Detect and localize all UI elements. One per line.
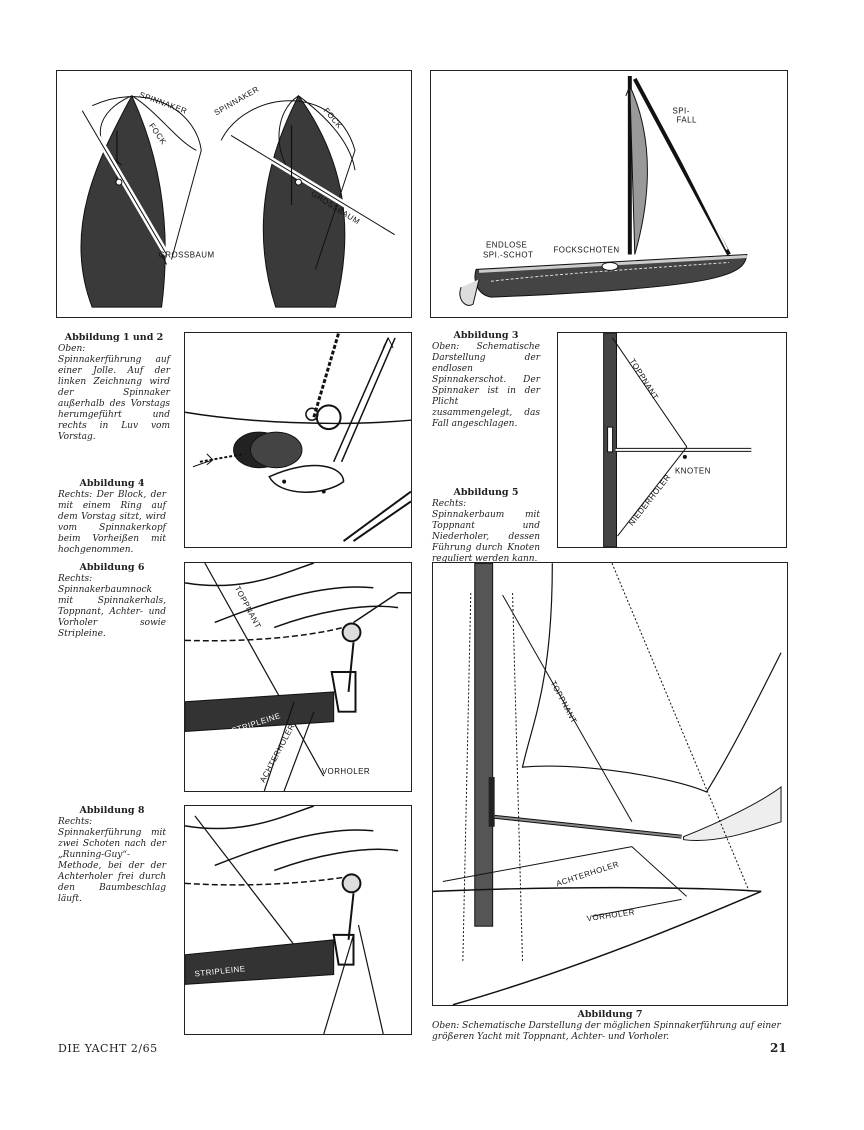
figure-8: STRIPLEINE: [184, 805, 412, 1035]
figure-1-2-drawing: SPINNAKER FOCK GROSSBAUM SPINNAKER FOCK …: [79, 84, 397, 308]
caption-1-2-body: Oben: Spinnakerführung auf einer Jolle. …: [58, 344, 170, 442]
figure-5-drawing: TOPPNANT KNOTEN NIEDERHOLER: [603, 333, 752, 547]
caption-1-2-title: Abbildung 1 und 2: [64, 332, 164, 343]
f3-endlose-label: ENDLOSE: [486, 241, 527, 250]
figure-4-drawing: [185, 333, 411, 542]
footer-page-number: 21: [770, 1041, 787, 1055]
figure-3-drawing: SPI- FALL ENDLOSE SPI.-SCHOT FOCKSCHOTEN: [459, 75, 748, 306]
f6-achterholer-label: ACHTERHOLER: [258, 722, 297, 784]
caption-8-title: Abbildung 8: [79, 805, 145, 816]
caption-figure-4: Abbildung 4 Rechts: Der Block, der mit e…: [58, 478, 166, 556]
f12-spinnaker-left-label: SPINNAKER: [138, 90, 188, 116]
figure-4: [184, 332, 412, 548]
figure-1-2: SPINNAKER FOCK GROSSBAUM SPINNAKER FOCK …: [56, 70, 412, 318]
f3-fockschoten-label: FOCKSCHOTEN: [553, 246, 619, 255]
caption-5-body: Rechts: Spinnakerbaum mit Toppnant und N…: [432, 499, 540, 564]
caption-7-title: Abbildung 7: [577, 1009, 643, 1020]
figure-6: TOPPNANT STRIPLEINE ACHTERHOLER VORHOLER: [184, 562, 412, 792]
figure-8-drawing: STRIPLEINE: [185, 806, 399, 1034]
caption-3-body: Oben: Schematische Darstellung der endlo…: [432, 342, 540, 429]
caption-3-title: Abbildung 3: [453, 330, 519, 341]
f12-spinnaker-right-label: SPINNAKER: [213, 84, 261, 117]
caption-figure-1-2: Abbildung 1 und 2 Oben: Spinnakerführung…: [58, 332, 170, 443]
caption-7-body: Oben: Schematische Darstellung der mögli…: [432, 1021, 781, 1042]
caption-figure-3: Abbildung 3 Oben: Schematische Darstellu…: [432, 330, 540, 430]
caption-8-body: Rechts: Spinnakerführung mit zwei Schote…: [58, 817, 166, 904]
f6-vorholer-label: VORHOLER: [322, 767, 370, 776]
f7-vorholer-label: VORHOLER: [586, 908, 635, 924]
f5-niederholer-label: NIEDERHOLER: [627, 473, 673, 528]
f7-toppnant-label: TOPPNANT: [549, 679, 579, 725]
f3-spi-fall-label: SPI-: [672, 107, 689, 116]
f5-knoten-label: KNOTEN: [675, 467, 711, 476]
caption-6-title: Abbildung 6: [79, 562, 145, 573]
caption-6-body: Rechts: Spinnakerbaumnock mit Spinnakerh…: [58, 574, 166, 639]
f12-fock-left-label: FOCK: [147, 122, 168, 147]
caption-5-title: Abbildung 5: [453, 487, 519, 498]
f12-grossbaum-left-label: GROSSBAUM: [159, 250, 215, 259]
caption-figure-6: Abbildung 6 Rechts: Spinnakerbaumnock mi…: [58, 562, 166, 640]
caption-figure-7: Abbildung 7 Oben: Schematische Darstellu…: [432, 1009, 788, 1043]
figure-6-drawing: TOPPNANT STRIPLEINE ACHTERHOLER VORHOLER: [185, 563, 411, 791]
figure-7: TOPPNANT ACHTERHOLER VORHOLER: [432, 562, 788, 1006]
figure-5: TOPPNANT KNOTEN NIEDERHOLER: [557, 332, 787, 548]
f3-spi-schot-label: SPI.-SCHOT: [483, 250, 533, 259]
caption-figure-8: Abbildung 8 Rechts: Spinnakerführung mit…: [58, 805, 166, 905]
caption-figure-5: Abbildung 5 Rechts: Spinnakerbaum mit To…: [432, 487, 540, 565]
f7-achterholer-label: ACHTERHOLER: [555, 860, 620, 889]
f6-toppnant-label: TOPPNANT: [233, 585, 263, 631]
figure-7-drawing: TOPPNANT ACHTERHOLER VORHOLER: [433, 563, 782, 1005]
footer-magazine: DIE YACHT 2/65: [58, 1042, 158, 1055]
figure-3: SPI- FALL ENDLOSE SPI.-SCHOT FOCKSCHOTEN: [430, 70, 788, 318]
caption-4-title: Abbildung 4: [79, 478, 145, 489]
caption-4-body: Rechts: Der Block, der mit einem Ring au…: [58, 490, 166, 555]
f5-toppnant-label: TOPPNANT: [628, 357, 660, 402]
f3-spi-fall2-label: FALL: [676, 116, 697, 125]
